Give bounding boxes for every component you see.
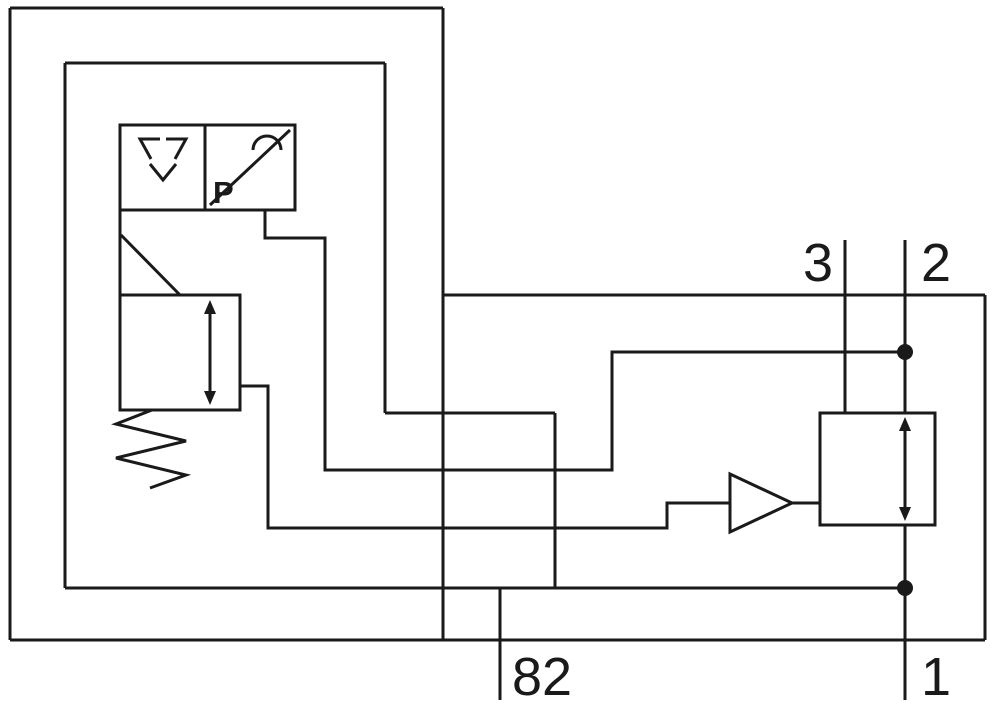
return-spring-icon — [111, 408, 192, 490]
port-label-2: 2 — [921, 233, 951, 293]
main-valve-arrowhead-up — [899, 417, 911, 431]
junction-dot-upper — [897, 344, 913, 360]
main-valve — [818, 411, 937, 527]
amplifier-triangle-icon — [728, 471, 796, 535]
junction-dot-lower — [897, 580, 913, 596]
setpoint-box — [118, 123, 207, 212]
pressure-feedback-line-path — [263, 210, 905, 472]
solenoid-actuator — [118, 210, 182, 297]
pilot-output-line — [240, 384, 730, 530]
main-valve-arrowhead-down — [899, 507, 911, 521]
pressure-feedback-line — [263, 210, 905, 472]
main-valve-frame — [818, 411, 937, 527]
port-label-3: 3 — [803, 233, 833, 293]
pressure-sensor-diagonal — [208, 128, 292, 207]
pressure-sensor-arc-icon — [251, 134, 283, 151]
pilot-output-line-path — [240, 384, 730, 530]
pilot-valve-frame — [118, 293, 242, 412]
amplifier — [728, 471, 820, 535]
setpoint-chevron-icon — [148, 163, 178, 183]
pressure-sensor-box: P — [203, 123, 297, 212]
pilot-valve — [111, 293, 242, 490]
setpoint-ramp-icon — [137, 137, 189, 160]
inner-enclosure — [63, 61, 557, 590]
inner-enclosure-outline — [63, 61, 557, 590]
outer-enclosure-outline — [8, 6, 987, 642]
port-label-1: 1 — [921, 647, 951, 704]
port-label-82: 82 — [512, 647, 572, 704]
pilot-valve-arrowhead-up — [204, 300, 216, 314]
pressure-sensor-label: P — [213, 175, 234, 210]
setpoint-box-frame — [118, 123, 207, 212]
pilot-valve-arrowhead-down — [204, 391, 216, 405]
solenoid-wedge-icon — [119, 233, 182, 297]
outer-enclosure — [8, 6, 987, 642]
